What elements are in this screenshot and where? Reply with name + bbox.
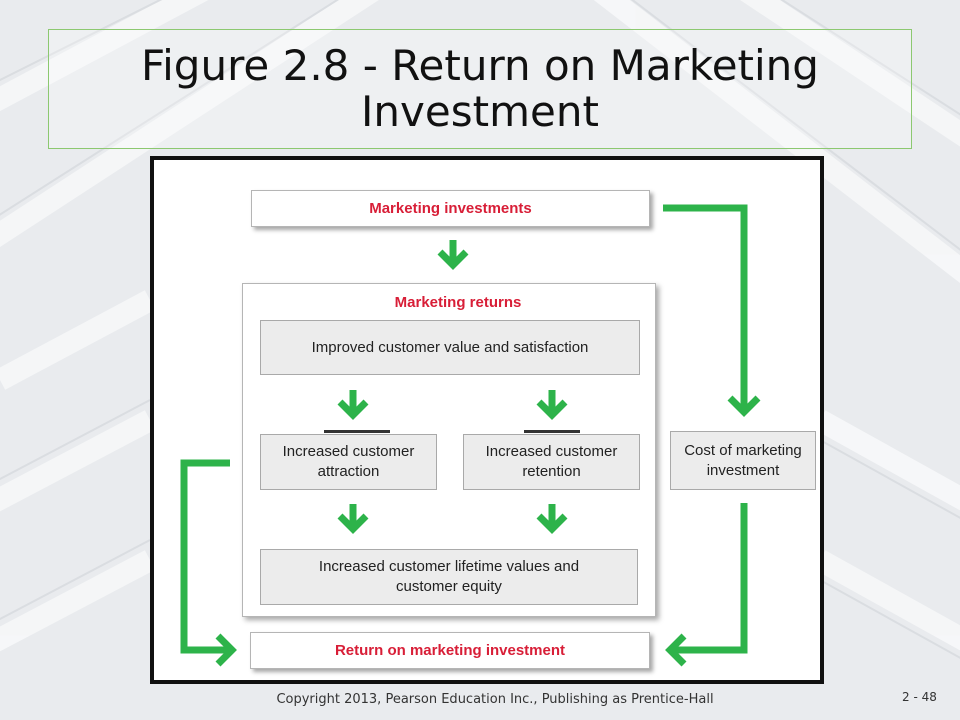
copyright-text: Copyright 2013, Pearson Education Inc., … xyxy=(276,692,714,707)
return-on-marketing-box: Return on marketing investment xyxy=(250,632,650,669)
increased-retention-box: Increased customer retention xyxy=(463,434,640,490)
cost-of-marketing-box: Cost of marketing investment xyxy=(670,431,816,490)
improved-value-box: Improved customer value and satisfaction xyxy=(260,320,640,375)
slide-title: Figure 2.8 - Return on Marketing Investm… xyxy=(141,41,819,136)
marketing-returns-label: Marketing returns xyxy=(394,294,522,311)
title-box: Figure 2.8 - Return on Marketing Investm… xyxy=(48,29,912,149)
marketing-investments-label: Marketing investments xyxy=(369,199,532,217)
increased-retention-label: Increased customer retention xyxy=(485,443,618,480)
increased-attraction-box: Increased customer attraction xyxy=(260,434,437,490)
marketing-returns-heading: Marketing returns xyxy=(242,292,674,314)
return-on-marketing-label: Return on marketing investment xyxy=(334,641,566,659)
increased-attraction-label: Increased customer attraction xyxy=(282,443,415,480)
improved-value-label: Improved customer value and satisfaction xyxy=(311,338,589,356)
lifetime-values-label: Increased customer lifetime values and c… xyxy=(318,558,580,595)
lifetime-values-box: Increased customer lifetime values and c… xyxy=(260,549,638,605)
cost-of-marketing-label: Cost of marketing investment xyxy=(684,441,802,479)
marketing-investments-box: Marketing investments xyxy=(251,190,650,227)
page-number: 2 - 48 xyxy=(902,690,937,704)
